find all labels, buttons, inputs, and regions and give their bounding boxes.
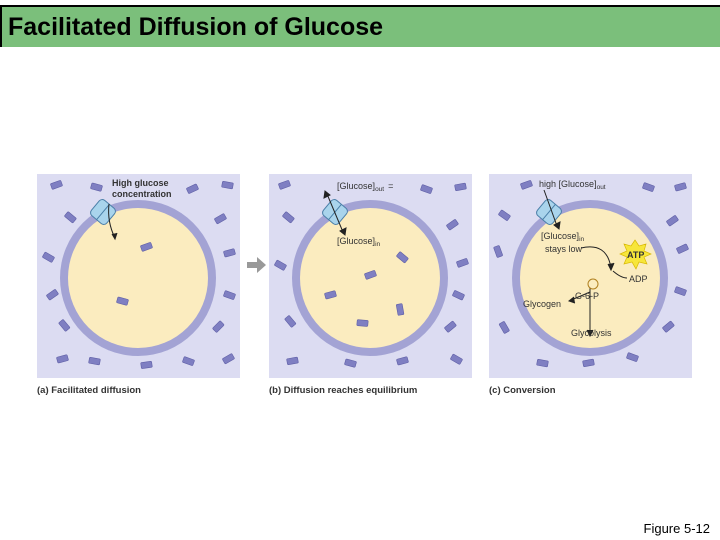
figure-label: Figure 5-12 (643, 521, 710, 536)
panel-facilitated-diffusion: High glucose concentration (37, 174, 240, 378)
panel-c-diagram: high [Glucose]out [Glucose]in stays low … (489, 174, 692, 378)
panel-diffusion-equilibrium: [Glucose]out= [Glucose]in (269, 174, 472, 378)
glucose-molecules-inside (324, 251, 409, 327)
concentration-label: concentration (112, 189, 172, 199)
atp-burst-icon (619, 239, 652, 270)
glucose-molecules-outside (274, 180, 469, 368)
cytoplasm (520, 208, 660, 348)
glucose-in-label: [Glucose]in (541, 231, 585, 243)
glucose-in-label: [Glucose]in (337, 236, 381, 248)
glycogen-label: Glycogen (523, 299, 561, 309)
panel-b-diagram: [Glucose]out= [Glucose]in (269, 174, 472, 378)
atp-label: ATP (627, 250, 644, 260)
diffusion-arrow-icon (108, 203, 118, 241)
caption-a: (a) Facilitated diffusion (37, 385, 141, 396)
glycolysis-label: Glycolysis (571, 328, 612, 338)
stays-low-label: stays low (545, 244, 583, 254)
caption-b: (b) Diffusion reaches equilibrium (269, 385, 418, 396)
glucose-molecules-inside (116, 242, 153, 306)
glucose-molecules-outside (493, 180, 689, 368)
high-glucose-label: High glucose (112, 178, 169, 188)
caption-c: (c) Conversion (489, 385, 556, 396)
glucose-transporter-icon (536, 199, 562, 225)
title-bar: Facilitated Diffusion of Glucose (0, 5, 720, 47)
g6p-label: G-6-P (575, 291, 599, 301)
adp-label: ADP (629, 274, 648, 284)
metabolism-arrows-icon (567, 246, 628, 338)
inward-arrow-icon (543, 189, 561, 230)
page-title: Facilitated Diffusion of Glucose (8, 13, 384, 41)
phosphate-circle-icon (587, 278, 599, 290)
glucose-molecules-outside (42, 180, 236, 369)
cytoplasm (68, 208, 208, 348)
panel-a-diagram: High glucose concentration (37, 174, 240, 378)
progression-arrow-icon (247, 257, 266, 273)
bidirectional-arrow-icon (323, 190, 347, 236)
panel-conversion: high [Glucose]out [Glucose]in stays low … (489, 174, 692, 378)
high-glucose-out-label: high [Glucose]out (539, 179, 606, 191)
